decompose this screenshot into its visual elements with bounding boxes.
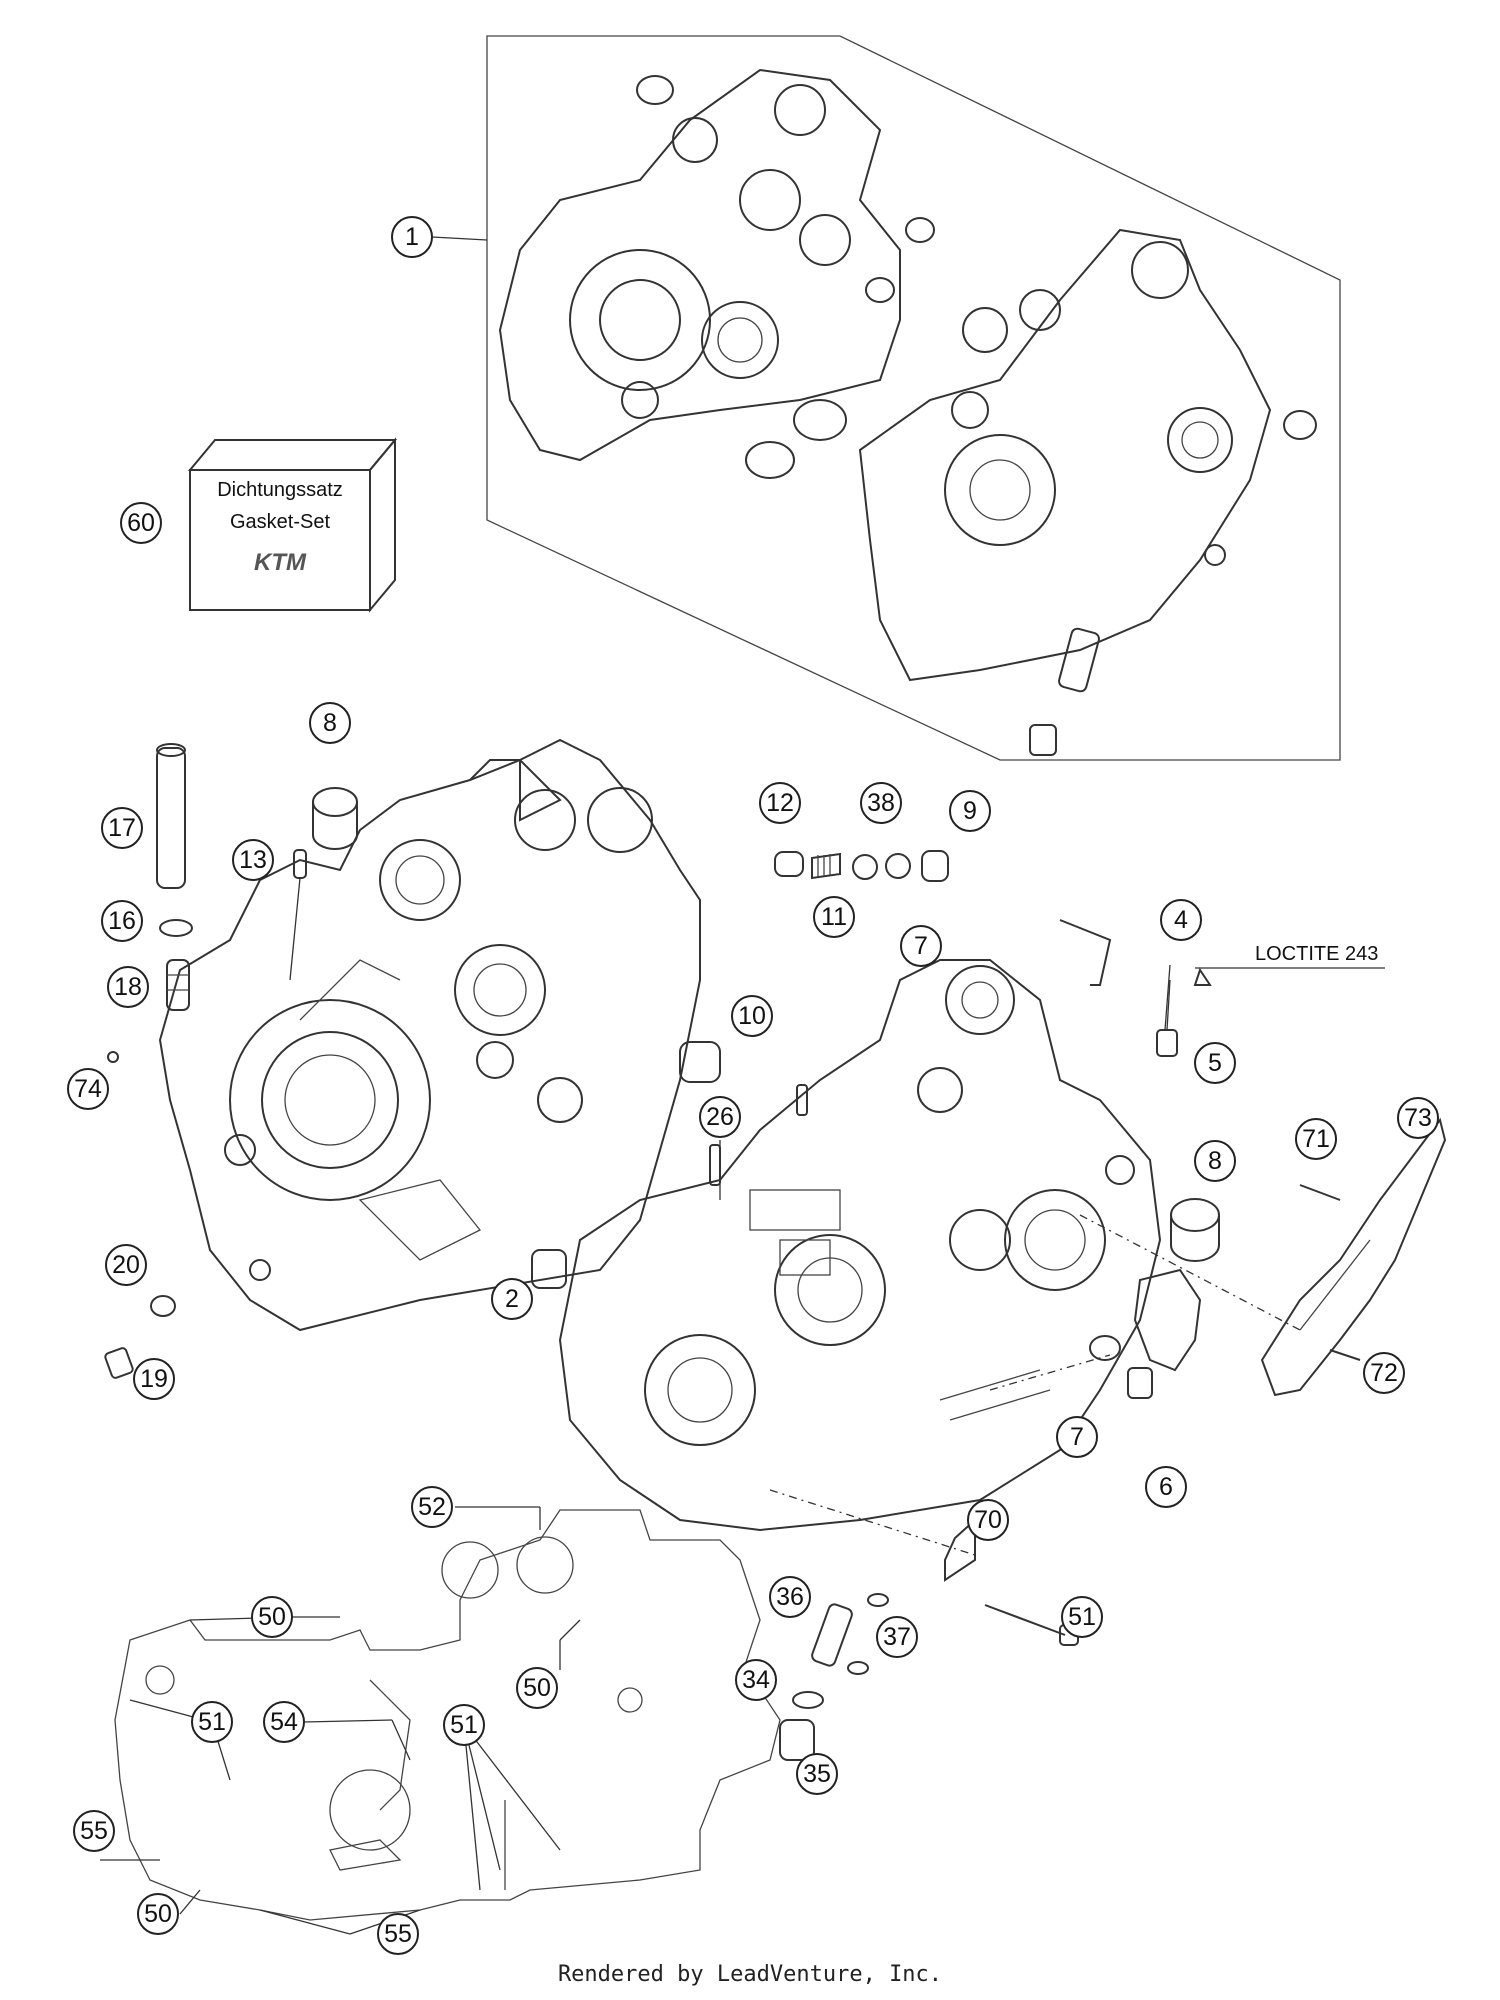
- svg-text:50: 50: [144, 1900, 172, 1928]
- gasket-box-line2: Gasket-Set: [230, 511, 330, 533]
- callout-54: 54: [263, 1701, 305, 1743]
- svg-text:4: 4: [1174, 906, 1188, 934]
- svg-text:2: 2: [505, 1285, 519, 1313]
- svg-text:51: 51: [1068, 1603, 1096, 1631]
- svg-text:7: 7: [1070, 1423, 1084, 1451]
- svg-text:54: 54: [270, 1708, 298, 1736]
- svg-text:36: 36: [776, 1583, 804, 1611]
- middle-right-crankcase-half: [558, 959, 1162, 1532]
- callout-12: 12: [759, 782, 801, 824]
- callout-70: 70: [967, 1499, 1009, 1541]
- gasket-set-box: Dichtungssatz Gasket-Set KTM: [187, 437, 398, 613]
- callout-50-bottom: 50: [137, 1893, 179, 1935]
- svg-text:13: 13: [239, 846, 267, 874]
- svg-text:50: 50: [258, 1603, 286, 1631]
- callout-52: 52: [411, 1486, 453, 1528]
- callout-38: 38: [860, 782, 902, 824]
- callout-7-top: 7: [900, 925, 942, 967]
- svg-text:5: 5: [1208, 1049, 1222, 1077]
- callout-20: 20: [105, 1244, 147, 1286]
- callout-36: 36: [769, 1576, 811, 1618]
- callout-13: 13: [232, 839, 274, 881]
- svg-text:8: 8: [1208, 1147, 1222, 1175]
- callout-8-left: 8: [309, 702, 351, 744]
- callout-50-right: 50: [516, 1667, 558, 1709]
- callout-10: 10: [731, 995, 773, 1037]
- svg-text:20: 20: [112, 1251, 140, 1279]
- callout-55-bottom: 55: [377, 1913, 419, 1955]
- callout-34: 34: [735, 1659, 777, 1701]
- svg-text:12: 12: [766, 789, 794, 817]
- svg-text:17: 17: [108, 814, 136, 842]
- callout-55-left: 55: [73, 1810, 115, 1852]
- callout-6: 6: [1145, 1466, 1187, 1508]
- svg-text:73: 73: [1404, 1104, 1432, 1132]
- callout-51-center: 51: [443, 1704, 485, 1746]
- top-left-crankcase-half: [498, 68, 935, 479]
- callout-73: 73: [1397, 1097, 1439, 1139]
- callout-7-bottom: 7: [1056, 1416, 1098, 1458]
- callout-60: 60: [120, 502, 162, 544]
- svg-text:72: 72: [1370, 1359, 1398, 1387]
- svg-text:60: 60: [127, 509, 155, 537]
- svg-text:51: 51: [198, 1708, 226, 1736]
- svg-text:37: 37: [883, 1623, 911, 1651]
- callout-1: 1: [391, 216, 433, 258]
- callout-11: 11: [813, 896, 855, 938]
- svg-text:55: 55: [80, 1817, 108, 1845]
- svg-text:8: 8: [323, 709, 337, 737]
- svg-text:19: 19: [140, 1365, 168, 1393]
- callout-37: 37: [876, 1616, 918, 1658]
- svg-text:16: 16: [108, 907, 136, 935]
- callout-8-right: 8: [1194, 1140, 1236, 1182]
- callout-4: 4: [1160, 899, 1202, 941]
- callout-51-left: 51: [191, 1701, 233, 1743]
- crankcase-assembly-box: [486, 35, 1341, 761]
- svg-text:9: 9: [963, 797, 977, 825]
- callout-19: 19: [133, 1358, 175, 1400]
- svg-text:18: 18: [114, 973, 142, 1001]
- callout-2: 2: [491, 1278, 533, 1320]
- svg-text:51: 51: [450, 1711, 478, 1739]
- svg-text:1: 1: [405, 223, 419, 251]
- svg-text:34: 34: [742, 1666, 770, 1694]
- svg-text:26: 26: [706, 1103, 734, 1131]
- small-parts: [104, 743, 1447, 1761]
- svg-text:70: 70: [974, 1506, 1002, 1534]
- callout-17: 17: [101, 807, 143, 849]
- callout-71: 71: [1295, 1118, 1337, 1160]
- callout-50-top: 50: [251, 1596, 293, 1638]
- svg-text:11: 11: [821, 903, 847, 931]
- callout-26: 26: [699, 1096, 741, 1138]
- svg-text:38: 38: [867, 789, 895, 817]
- svg-text:52: 52: [418, 1493, 446, 1521]
- callout-5: 5: [1194, 1042, 1236, 1084]
- svg-text:10: 10: [738, 1002, 766, 1030]
- svg-text:50: 50: [523, 1674, 551, 1702]
- svg-text:35: 35: [803, 1760, 831, 1788]
- svg-text:71: 71: [1302, 1125, 1330, 1153]
- ktm-logo: KTM: [254, 549, 307, 576]
- top-right-crankcase-half: [858, 228, 1317, 756]
- svg-text:74: 74: [74, 1075, 102, 1103]
- callout-51-bolt: 51: [1061, 1596, 1103, 1638]
- loctite-label: LOCTITE 243: [1255, 943, 1378, 965]
- svg-text:7: 7: [914, 932, 928, 960]
- callout-74: 74: [67, 1068, 109, 1110]
- callout-16: 16: [101, 900, 143, 942]
- callout-9: 9: [949, 790, 991, 832]
- footer-credit: Rendered by LeadVenture, Inc.: [557, 1962, 943, 1987]
- leader-lines: [100, 236, 1385, 1935]
- callout-35: 35: [796, 1753, 838, 1795]
- callout-72: 72: [1363, 1352, 1405, 1394]
- svg-text:6: 6: [1159, 1473, 1173, 1501]
- middle-left-crankcase-half: [158, 738, 701, 1332]
- svg-text:55: 55: [384, 1920, 412, 1948]
- callout-18: 18: [107, 966, 149, 1008]
- gasket-box-line1: Dichtungssatz: [217, 479, 343, 501]
